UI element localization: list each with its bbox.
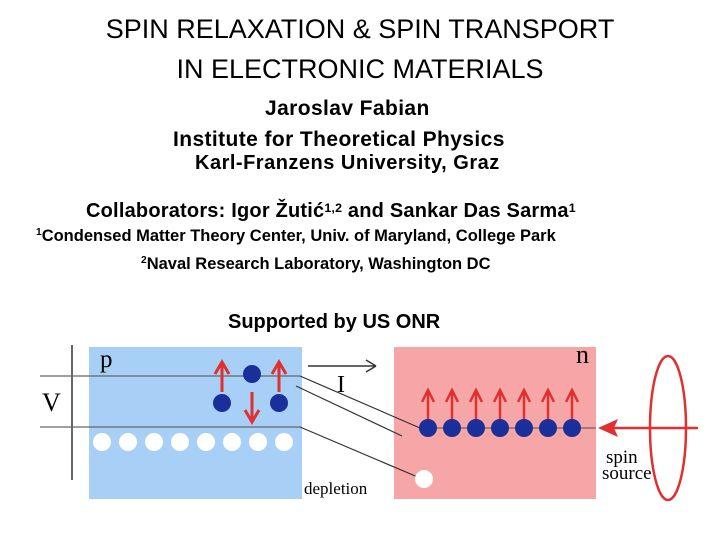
current-label: I <box>337 372 345 398</box>
electron <box>563 419 581 437</box>
affiliation-2-marker: 2 <box>141 255 147 266</box>
funding-statement: Supported by US ONR <box>228 311 441 333</box>
collaborator-superscript-1: 1,2 <box>324 201 343 215</box>
affiliation-1: 1Condensed Matter Theory Center, Univ. o… <box>36 226 556 246</box>
hole <box>93 433 111 451</box>
electron <box>467 419 485 437</box>
source-label: source <box>602 463 652 484</box>
electron <box>491 419 509 437</box>
band-bend-mid <box>295 385 403 437</box>
university-name: Karl-Franzens University, Graz <box>195 152 500 174</box>
spin-label: spin <box>606 447 638 468</box>
electron <box>539 419 557 437</box>
collaborator-superscript-2: 1 <box>568 201 576 215</box>
affiliation-2-text: Naval Research Laboratory, Washington DC <box>146 255 491 273</box>
hole-row <box>93 433 293 451</box>
slide-title-line1: SPIN RELAXATION & SPIN TRANSPORT <box>105 14 615 44</box>
hole <box>119 433 137 451</box>
collaborators-text: Collaborators: Igor Žutić <box>86 200 325 222</box>
spin-up-arrow <box>564 387 580 420</box>
electron <box>243 365 261 383</box>
spin-up-arrow <box>540 387 556 420</box>
hole <box>275 433 293 451</box>
spin-up-arrow <box>492 387 508 420</box>
electron <box>419 419 437 437</box>
depletion-label: depletion <box>304 479 368 498</box>
spin-up-arrowhead <box>270 359 288 375</box>
spin-up-arrow <box>420 387 436 420</box>
electron <box>213 394 231 412</box>
collaborators-and-text: and Sankar Das Sarma <box>342 200 569 222</box>
n-label: n <box>576 340 589 369</box>
hole <box>249 433 267 451</box>
electron <box>515 419 533 437</box>
band-bend-upper <box>299 375 421 429</box>
spin-up-arrow <box>468 387 484 420</box>
voltage-label: V <box>42 388 61 417</box>
p-region <box>89 347 302 499</box>
collaborators-line: Collaborators: Igor Žutić1,2 and Sankar … <box>86 199 576 223</box>
spin-injection-arrowhead-icon <box>598 419 618 437</box>
n-spin-arrows <box>420 387 580 420</box>
author-name: Jaroslav Fabian <box>265 97 430 120</box>
spin-up-arrow <box>444 387 460 420</box>
current-arrow-icon <box>365 359 377 373</box>
depletion-region <box>302 347 394 499</box>
n-electron-row <box>419 419 581 437</box>
spin-up-arrow <box>516 387 532 420</box>
affiliation-2: 2Naval Research Laboratory, Washington D… <box>141 254 491 274</box>
electron <box>270 394 288 412</box>
hole <box>415 470 433 488</box>
p-label: p <box>100 346 113 373</box>
hole <box>171 433 189 451</box>
affiliation-1-text: Condensed Matter Theory Center, Univ. of… <box>41 227 556 245</box>
affiliation-1-marker: 1 <box>36 227 42 238</box>
hole <box>223 433 241 451</box>
spin-up-arrowhead <box>213 359 231 375</box>
electron <box>443 419 461 437</box>
hole <box>197 433 215 451</box>
slide-title-line2: IN ELECTRONIC MATERIALS <box>176 54 544 84</box>
band-bend-lower <box>299 426 421 479</box>
pn-junction-diagram: p n V I depletion spin source <box>40 340 698 502</box>
spin-down-arrowhead <box>243 409 261 425</box>
hole <box>145 433 163 451</box>
institute-name: Institute for Theoretical Physics <box>173 128 505 151</box>
